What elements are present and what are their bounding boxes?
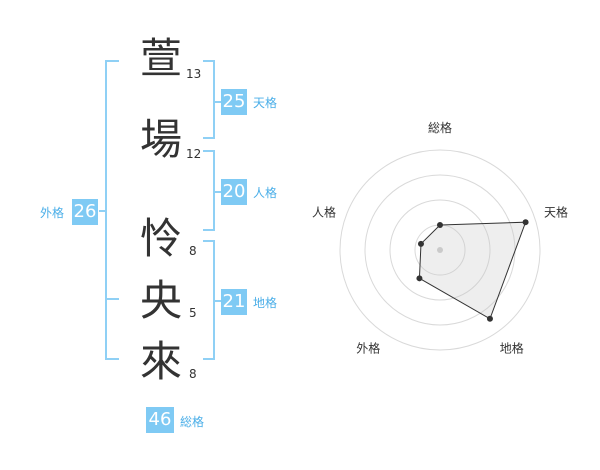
tenkaku-bracket-top [203, 60, 215, 62]
stroke-count-4: 5 [189, 306, 197, 320]
chikaku-bracket-top [203, 240, 215, 242]
tenkaku-bracket-vertical [213, 60, 215, 139]
tenkaku-label: 天格 [253, 96, 278, 110]
radar-ring-2 [389, 199, 491, 301]
radar-polygon [418, 221, 527, 320]
jinkaku-bracket-vertical [213, 150, 215, 231]
name-char-4: 央 [140, 276, 183, 325]
tenkaku-bracket-bottom [203, 137, 215, 139]
jinkaku-bracket-tick [215, 191, 221, 193]
radar-point-2 [486, 315, 493, 322]
name-char-3: 怜 [140, 214, 183, 263]
jinkaku-bracket-top [203, 150, 215, 152]
stroke-count-2: 12 [186, 147, 202, 161]
gaikaku-bracket-tick [99, 210, 105, 212]
gaikaku-label: 外格 [40, 206, 65, 220]
stroke-count-5: 8 [189, 367, 197, 381]
radar-point-3 [416, 275, 423, 282]
radar-point-4 [417, 240, 424, 247]
soukaku-value-badge: 46 [146, 407, 174, 433]
radar-axis-label-3: 外格 [356, 341, 380, 356]
radar-ring-4 [339, 149, 541, 351]
name-char-2: 場 [140, 115, 183, 164]
stroke-count-1: 13 [186, 67, 202, 81]
gaikaku-bracket-middle [105, 298, 119, 300]
chikaku-label: 地格 [253, 296, 278, 310]
radar-point-1 [522, 219, 529, 226]
radar-points [416, 219, 529, 322]
name-char-5: 來 [140, 337, 183, 386]
jinkaku-value-badge: 20 [221, 179, 247, 205]
chikaku-bracket-bottom [203, 358, 215, 360]
radar-center [437, 247, 443, 253]
radar-axis-label-4: 人格 [312, 204, 336, 219]
jinkaku-label: 人格 [253, 186, 278, 200]
gaikaku-bracket-top [105, 60, 119, 62]
radar-axis-label-0: 総格 [428, 120, 452, 135]
radar-polygon-layer [418, 221, 527, 320]
gaikaku-bracket-vertical [105, 60, 107, 360]
tenkaku-value-badge: 25 [221, 89, 247, 115]
gaikaku-value-badge: 26 [72, 199, 98, 225]
name-char-1: 萱 [140, 34, 183, 83]
jinkaku-bracket-bottom [203, 229, 215, 231]
radar-axis-label-2: 地格 [500, 341, 524, 356]
chikaku-bracket-vertical [213, 240, 215, 360]
tenkaku-bracket-tick [215, 101, 221, 103]
gaikaku-bracket-bottom [105, 358, 119, 360]
chikaku-value-badge: 21 [221, 289, 247, 315]
soukaku-label: 総格 [180, 415, 205, 429]
radar-axis-label-1: 天格 [544, 204, 568, 219]
chikaku-bracket-tick [215, 300, 221, 302]
radar-point-0 [437, 222, 443, 228]
stroke-count-3: 8 [189, 244, 197, 258]
